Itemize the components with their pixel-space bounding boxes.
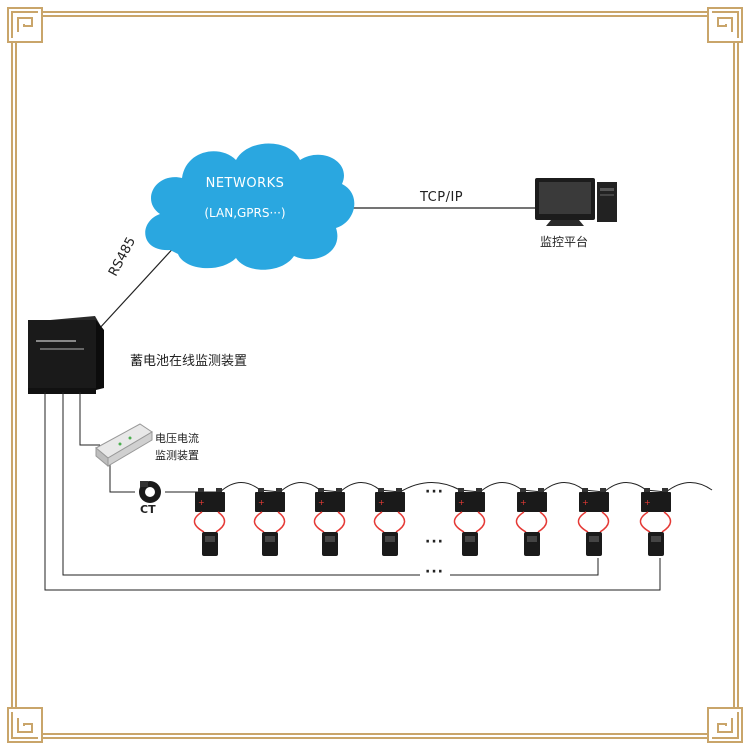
monitor-label: 监控平台 — [540, 235, 589, 249]
sensor-wire — [373, 511, 406, 533]
sensor-wire — [453, 511, 486, 533]
battery-icon: + — [255, 488, 285, 512]
svg-text:+: + — [198, 498, 205, 507]
battery-sensor-icon — [262, 532, 278, 556]
corner-ornament-top-left — [7, 7, 43, 43]
battery-monitor-device — [28, 316, 104, 394]
corner-ornament-bottom-right — [707, 707, 743, 743]
svg-text:+: + — [458, 498, 465, 507]
svg-text:+: + — [318, 498, 325, 507]
corner-ornament-top-right — [707, 7, 743, 43]
battery-sensor-icon — [586, 532, 602, 556]
battery-sensor-icon — [462, 532, 478, 556]
ellipsis-wires: ··· — [425, 564, 444, 580]
network-cloud — [145, 143, 355, 270]
voltage-current-module — [95, 423, 153, 468]
battery-icon: + — [641, 488, 671, 512]
cloud-title: NETWORKS — [205, 176, 285, 191]
battery-icon: + — [375, 488, 405, 512]
battery-icon: + — [315, 488, 345, 512]
sensor-wire — [193, 511, 226, 533]
battery-sensor-icon — [648, 532, 664, 556]
ellipsis-sensors: ··· — [425, 534, 444, 550]
rs485-link — [97, 242, 179, 331]
sensor-wire — [577, 511, 610, 533]
battery-icon: + — [195, 488, 225, 512]
corner-ornament-bottom-left — [7, 707, 43, 743]
battery-icon: + — [517, 488, 547, 512]
battery-sensor-icon — [524, 532, 540, 556]
sensor-wire — [639, 511, 672, 533]
ct-clamp-icon — [139, 481, 161, 503]
cloud-subtitle: (LAN,GPRS···) — [204, 206, 286, 220]
sensor-wire — [313, 511, 346, 533]
vc-device-label-line1: 电压电流 — [155, 432, 199, 445]
battery-sensor-icon — [382, 532, 398, 556]
ellipsis-batteries: ··· — [425, 484, 444, 500]
svg-text:+: + — [582, 498, 589, 507]
series-wire — [195, 481, 713, 493]
battery-icon: + — [579, 488, 609, 512]
battery-sensor-icon — [322, 532, 338, 556]
signal-wires — [44, 392, 661, 591]
ct-label: CT — [140, 503, 156, 516]
tcpip-label: TCP/IP — [420, 190, 464, 205]
battery-icon: + — [455, 488, 485, 512]
monitor-computer-icon — [535, 178, 617, 226]
vc-device-label-line2: 监测装置 — [155, 449, 199, 462]
device-label: 蓄电池在线监测装置 — [130, 354, 248, 369]
svg-text:+: + — [378, 498, 385, 507]
sensor-wire — [515, 511, 548, 533]
battery-string: + + + + + + + + — [193, 481, 713, 556]
svg-text:+: + — [258, 498, 265, 507]
svg-text:+: + — [520, 498, 527, 507]
sensor-wire — [253, 511, 286, 533]
battery-sensor-icon — [202, 532, 218, 556]
svg-text:+: + — [644, 498, 651, 507]
